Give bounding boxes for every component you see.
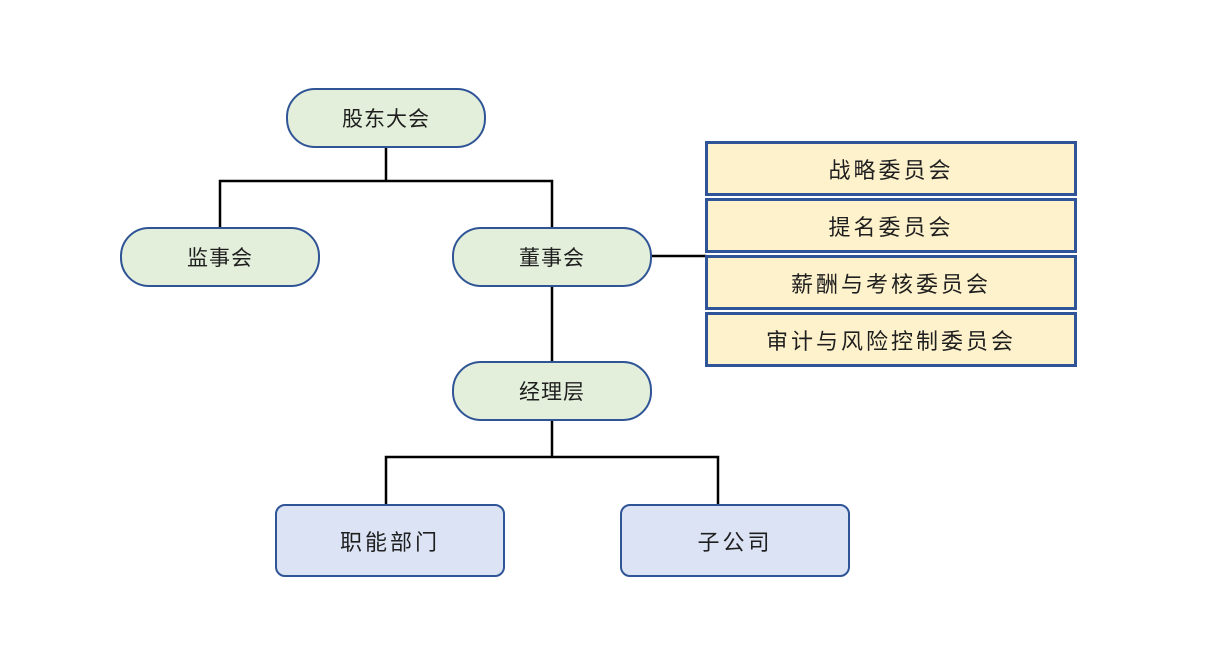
node-functional-departments: 职能部门 [275, 504, 505, 577]
node-management-level: 经理层 [452, 361, 652, 421]
committee-strategy: 战略委员会 [705, 141, 1077, 196]
node-board-of-directors: 董事会 [452, 227, 652, 287]
committee-audit-risk-control: 审计与风险控制委员会 [705, 312, 1077, 367]
committee-remuneration-assessment: 薪酬与考核委员会 [705, 255, 1077, 310]
node-subsidiaries: 子公司 [620, 504, 850, 577]
committee-nomination: 提名委员会 [705, 198, 1077, 253]
node-supervisory-board: 监事会 [120, 227, 320, 287]
committee-group: 战略委员会 提名委员会 薪酬与考核委员会 审计与风险控制委员会 [705, 141, 1077, 367]
node-shareholders-meeting: 股东大会 [286, 88, 486, 148]
